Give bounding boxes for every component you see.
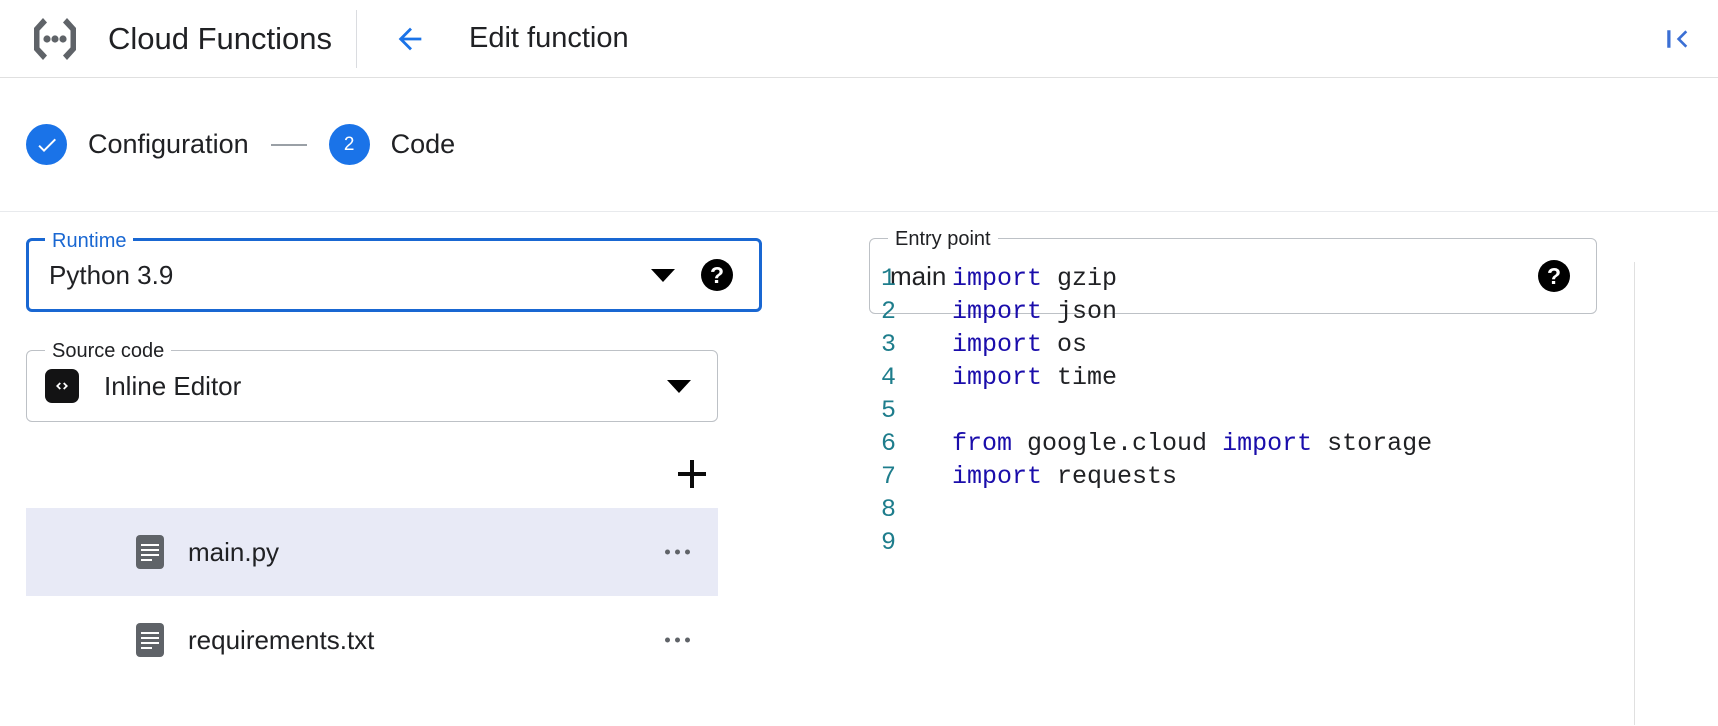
pane-divider (1634, 262, 1635, 725)
editor-line-number: 4 (880, 363, 896, 392)
file-name: requirements.txt (188, 624, 375, 655)
editor-line[interactable] (952, 526, 1718, 559)
cloud-functions-logo-icon (26, 10, 84, 68)
step-configuration-label: Configuration (88, 129, 249, 159)
page-title: Edit function (469, 22, 629, 54)
editor-line-number: 5 (880, 396, 896, 425)
code-brackets-icon (45, 369, 79, 403)
step-code-marker: 2 (328, 124, 370, 165)
runtime-label: Runtime (45, 228, 134, 254)
source-code-value: Inline Editor (104, 370, 242, 401)
code-token: import (952, 363, 1043, 392)
file-document-icon (136, 535, 164, 569)
code-token: google.cloud (1012, 429, 1223, 458)
editor-line[interactable]: import requests (952, 460, 1718, 493)
file-list-item-main-py[interactable]: main.py (26, 508, 718, 596)
step-code[interactable]: 2 Code (328, 124, 456, 165)
code-token: os (1042, 330, 1088, 359)
entry-point-row: Entry point ? (869, 226, 1597, 314)
product-zone: Cloud Functions (0, 0, 356, 77)
editor-line[interactable] (952, 394, 1718, 427)
app-bar: Cloud Functions Edit function (0, 0, 1718, 78)
file-toolbar (26, 446, 718, 502)
file-name: main.py (188, 536, 280, 567)
file-list-item-requirements-txt[interactable]: requirements.txt (26, 596, 718, 684)
code-token: import (952, 297, 1043, 326)
code-token: import (952, 330, 1043, 359)
file-document-icon (136, 623, 164, 657)
chevron-down-icon[interactable] (651, 268, 675, 282)
step-configuration-marker (26, 124, 67, 165)
chevron-down-icon[interactable] (667, 379, 691, 393)
entry-point-input[interactable] (870, 259, 1538, 293)
page-zone: Edit function (357, 0, 629, 77)
code-token: requests (1042, 462, 1178, 491)
main-content: Runtime Python 3.9 ? Source code Inline … (0, 212, 1718, 725)
entry-point-help-icon[interactable]: ? (1538, 260, 1570, 292)
editor-line[interactable]: from google.cloud import storage (952, 427, 1718, 460)
code-token: import (952, 462, 1043, 491)
code-token: time (1042, 363, 1118, 392)
plus-icon[interactable] (670, 452, 714, 496)
code-token: from (952, 429, 1013, 458)
editor-line-number: 6 (880, 429, 896, 458)
product-title: Cloud Functions (108, 21, 333, 56)
step-code-label: Code (390, 129, 456, 159)
arrow-left-icon[interactable] (387, 16, 433, 62)
editor-line[interactable]: import gzip (952, 262, 1718, 295)
code-token: import (1222, 429, 1313, 458)
editor-line-number: 8 (880, 495, 896, 524)
wizard-stepper: Configuration 2 Code (0, 78, 1718, 212)
more-horizontal-icon[interactable] (665, 637, 690, 643)
editor-line[interactable]: import time (952, 361, 1718, 394)
code-token: import (952, 264, 1043, 293)
runtime-select[interactable]: Runtime Python 3.9 ? (26, 228, 762, 312)
editor-line[interactable]: import os (952, 328, 1718, 361)
runtime-value: Python 3.9 (49, 259, 174, 290)
editor-line-number: 1 (880, 264, 896, 293)
file-list: main.py requirements.txt (26, 508, 718, 684)
runtime-help-icon[interactable]: ? (701, 259, 733, 291)
runtime-row: Runtime Python 3.9 ? (26, 228, 762, 312)
source-code-label: Source code (45, 338, 172, 364)
step-configuration[interactable]: Configuration (26, 124, 249, 165)
editor-line[interactable] (952, 493, 1718, 526)
editor-line-number: 3 (880, 330, 896, 359)
editor-line[interactable]: import json (952, 295, 1718, 328)
code-token: storage (1312, 429, 1433, 458)
editor-line-number: 2 (880, 297, 896, 326)
editor-line-number: 9 (880, 528, 896, 557)
more-horizontal-icon[interactable] (665, 549, 690, 555)
editor-gutter: 1 2 3 4 5 6 7 8 9 (818, 262, 896, 725)
appbar-divider (356, 9, 358, 68)
left-config-pane: Runtime Python 3.9 ? Source code Inline … (0, 212, 817, 725)
source-code-row: Source code Inline Editor (26, 338, 718, 422)
editor-line-number: 7 (880, 462, 896, 491)
code-token: gzip (1042, 264, 1118, 293)
entry-point-label: Entry point (888, 226, 998, 252)
step-connector (270, 143, 307, 146)
collapse-panel-icon[interactable] (1656, 17, 1700, 61)
code-token: json (1042, 297, 1118, 326)
source-code-select[interactable]: Source code Inline Editor (26, 338, 718, 422)
entry-point-field[interactable]: Entry point ? (869, 226, 1597, 314)
